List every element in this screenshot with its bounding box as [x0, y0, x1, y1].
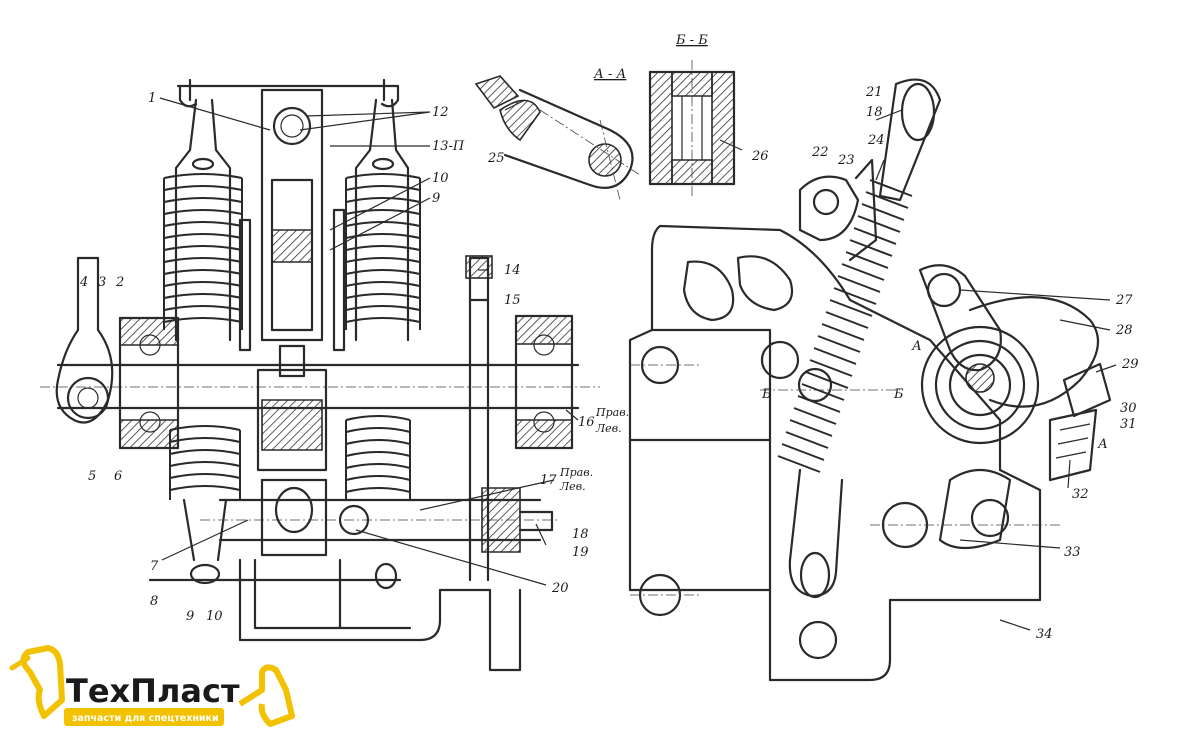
section-label-bb: Б - Б — [675, 33, 708, 48]
callout-27: 27 — [1115, 293, 1133, 308]
callout-7: 7 — [150, 559, 159, 574]
section-aa-view — [474, 75, 641, 201]
side-label-lev-17: Лев. — [559, 480, 586, 493]
callout-26: 26 — [751, 149, 769, 164]
callout-18-right: 18 — [866, 105, 883, 120]
callout-4: 4 — [79, 275, 88, 290]
techplast-logo: ТехПласт запчасти для спецтехники — [9, 645, 295, 727]
leader-lines — [159, 97, 1117, 631]
section-marker-b-left: Б — [761, 387, 772, 402]
callout-20: 20 — [551, 581, 569, 596]
spring-24 — [777, 78, 942, 599]
section-marker-a-top: А — [911, 339, 922, 354]
logo-wordmark: ТехПласт — [66, 672, 240, 710]
callout-23: 23 — [837, 153, 855, 168]
callout-16: 16 — [578, 415, 595, 430]
callout-22: 22 — [811, 145, 829, 160]
callout-25: 25 — [487, 151, 505, 166]
callout-19: 19 — [572, 545, 589, 560]
callout-28: 28 — [1115, 323, 1133, 338]
logo-excavator-right-icon — [238, 664, 295, 727]
callout-13: 13-П — [432, 139, 465, 154]
section-marker-b-right: Б — [893, 387, 904, 402]
callout-29: 29 — [1121, 357, 1139, 372]
section-label-aa: А - А — [593, 67, 626, 82]
callout-24: 24 — [867, 133, 885, 148]
callout-34: 34 — [1036, 627, 1053, 642]
callout-30: 30 — [1120, 401, 1137, 416]
callout-21: 21 — [865, 85, 883, 100]
callout-14: 14 — [504, 263, 521, 278]
callout-15: 15 — [504, 293, 521, 308]
callout-3: 3 — [98, 275, 106, 290]
callout-12: 12 — [432, 105, 449, 120]
callout-2: 2 — [115, 275, 124, 290]
callout-10-bottom: 10 — [206, 609, 223, 624]
callout-6: 6 — [114, 469, 122, 484]
callout-33: 33 — [1064, 545, 1081, 560]
callout-5: 5 — [88, 469, 96, 484]
callout-labels: 1 2 3 4 5 6 7 8 9 10 9 10 12 13-П 14 15 … — [79, 85, 1139, 642]
left-assembly — [40, 78, 600, 672]
callout-10-top: 10 — [432, 171, 449, 186]
side-label-lev-16: Лев. — [595, 422, 622, 435]
side-label-prav-16: Прав. — [595, 406, 629, 419]
callout-9-bottom: 9 — [186, 609, 194, 624]
section-markers: А - А Б - Б Б Б А А — [593, 33, 1108, 452]
side-label-prav-17: Прав. — [559, 466, 593, 479]
callout-9-top: 9 — [432, 191, 440, 206]
callout-31: 31 — [1120, 417, 1137, 432]
callout-17: 17 — [540, 473, 557, 488]
section-marker-a-bottom: А — [1097, 437, 1108, 452]
callout-32: 32 — [1072, 487, 1089, 502]
right-assembly — [628, 78, 1112, 682]
section-bb-view — [648, 60, 736, 196]
logo-tagline: запчасти для спецтехники — [72, 713, 219, 724]
callout-8: 8 — [150, 594, 158, 609]
callout-1: 1 — [148, 91, 156, 106]
callout-18-left: 18 — [572, 527, 589, 542]
